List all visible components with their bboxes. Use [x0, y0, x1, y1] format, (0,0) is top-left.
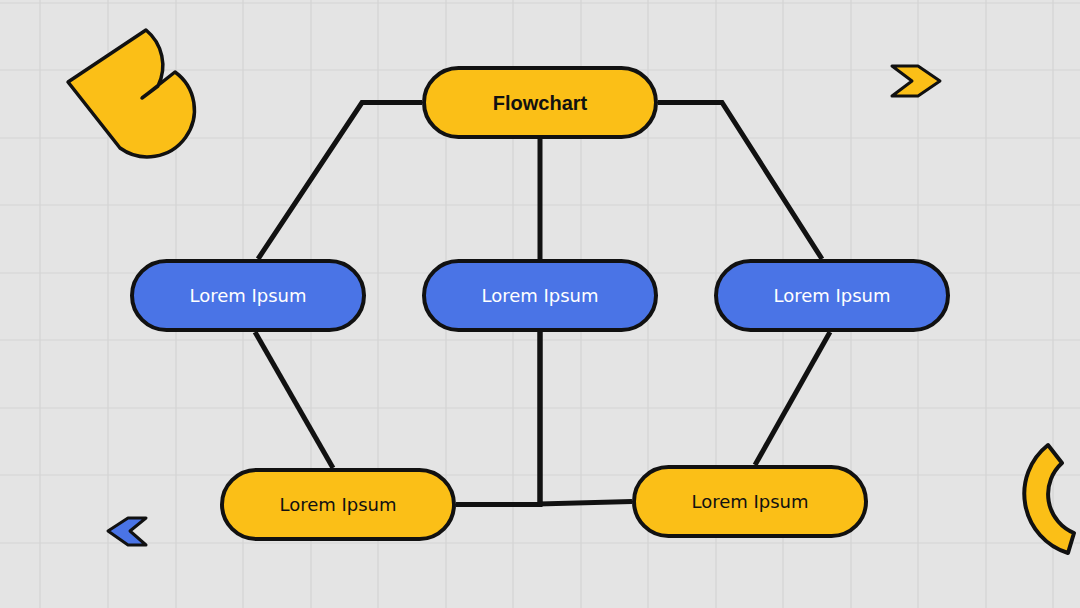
- connector-line: [258, 103, 422, 260]
- connector-line: [658, 103, 822, 260]
- connector-line: [540, 332, 632, 504]
- process-box: Lorem Ipsum: [422, 259, 658, 332]
- connector-line: [538, 139, 543, 259]
- node-label: Lorem Ipsum: [691, 491, 808, 513]
- connector-line: [456, 332, 540, 505]
- decor-chevron: [108, 518, 146, 545]
- node-label: Lorem Ipsum: [189, 285, 306, 307]
- title-box: Flowchart: [422, 66, 658, 139]
- process-box: Lorem Ipsum: [220, 468, 456, 541]
- node-label: Flowchart: [493, 91, 587, 115]
- connector-line: [755, 332, 830, 465]
- process-box: Lorem Ipsum: [632, 465, 868, 538]
- process-box: Lorem Ipsum: [714, 259, 950, 332]
- connector-line: [255, 332, 333, 468]
- process-box: Lorem Ipsum: [130, 259, 366, 332]
- decor-chevron: [892, 66, 940, 96]
- node-label: Lorem Ipsum: [773, 285, 890, 307]
- node-label: Lorem Ipsum: [279, 494, 396, 516]
- node-label: Lorem Ipsum: [481, 285, 598, 307]
- decor-shape: [68, 30, 194, 157]
- decor-arc: [1024, 445, 1074, 553]
